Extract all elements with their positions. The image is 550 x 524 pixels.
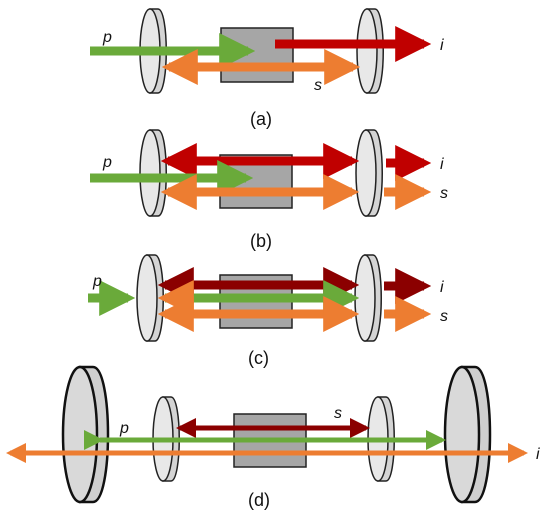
mirror-icon (61, 365, 110, 504)
mirror-icon (355, 129, 383, 217)
panel-caption: (d) (248, 490, 270, 510)
panel-d: p s i (d) (5, 365, 540, 510)
panel-caption: (c) (248, 348, 269, 368)
idler-label: i (440, 156, 444, 173)
mirror-icon (139, 8, 167, 94)
idler-label: i (536, 446, 540, 463)
idler-label: i (440, 279, 444, 296)
mirror-icon (356, 8, 384, 94)
signal-label: s (314, 77, 322, 94)
mirror-icon (443, 365, 492, 504)
signal-label: s (440, 185, 448, 202)
signal-label: s (334, 405, 342, 422)
signal-label: s (440, 308, 448, 325)
idler-label: i (440, 37, 444, 54)
panel-caption: (b) (250, 231, 272, 251)
panel-c: p i s (c) (88, 254, 448, 368)
mirror-icon (354, 254, 382, 342)
pump-label: p (92, 273, 102, 290)
pump-label: p (102, 154, 112, 171)
panel-caption: (a) (250, 109, 272, 129)
panel-b: p i s (b) (90, 129, 448, 251)
pump-label: p (102, 29, 112, 46)
pump-label: p (119, 420, 129, 437)
panel-a: p i s (a) (90, 8, 444, 129)
mirror-icon (139, 129, 167, 217)
mirror-icon (136, 254, 164, 342)
